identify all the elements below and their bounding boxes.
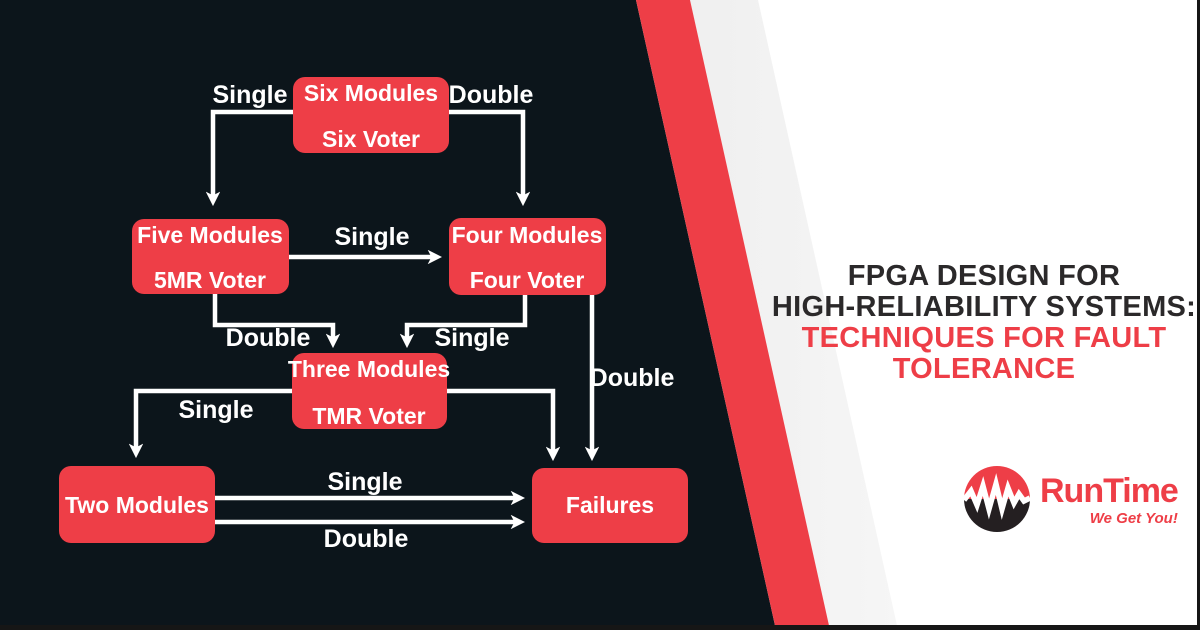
edge-five-to-three [212,294,341,349]
logo-tagline: We Get You! [1089,510,1178,527]
runtime-logo: RunTime We Get You! [964,466,1179,532]
node-box [449,218,606,295]
title-line-4: TOLERANCE [892,353,1076,385]
edge-label-four-to-three: Single [434,324,509,352]
edge-label-two-to-failures-double: Double [324,525,409,553]
pulse-waveform-icon [964,473,1030,520]
node-five-line2: 5MR Voter [154,267,266,293]
node-failures-label: Failures [566,492,654,518]
node-six-line1: Six Modules [304,80,438,106]
right-border [1197,0,1200,630]
edge-label-five-to-three: Double [226,324,311,352]
edge-six-to-four [449,109,531,207]
node-six-modules: Six Modules Six Voter [293,77,449,153]
title-line-1: FPGA DESIGN FOR [847,260,1121,292]
edge-three-to-failures [447,388,561,462]
node-failures: Failures [532,468,688,543]
edge-label-two-to-failures-single: Single [327,468,402,496]
edge-four-to-three [399,295,528,349]
edge-three-to-two [128,388,292,459]
node-four-line2: Four Voter [470,267,585,293]
logo-circle [964,466,1030,532]
node-two-modules: Two Modules [59,466,215,543]
node-three-line2: TMR Voter [312,403,425,429]
node-three-line1: Three Modules [288,356,450,382]
node-five-line1: Five Modules [137,222,283,248]
node-five-modules: Five Modules 5MR Voter [132,219,289,294]
node-box [59,466,215,543]
edge-label-five-to-four: Single [334,223,409,251]
logo-brand: RunTime [1040,472,1179,510]
title-line-2: HIGH-RELIABILITY SYSTEMS: [771,291,1197,323]
diagram-edge-labels: Single Double Single Double Single Doubl… [178,81,674,553]
edge-label-six-to-five: Single [212,81,287,109]
node-box [532,468,688,543]
bottom-border [0,625,1200,630]
diagram-edges [128,109,600,530]
title-line-3: TECHNIQUES FOR FAULT [801,322,1167,354]
node-two-label: Two Modules [65,492,209,518]
node-box [293,77,449,153]
node-box [292,353,447,429]
article-title: FPGA DESIGN FOR HIGH-RELIABILITY SYSTEMS… [764,261,1200,385]
logo-text: RunTime We Get You! [1040,472,1179,527]
node-four-modules: Four Modules Four Voter [449,218,606,295]
edge-label-six-to-four: Double [449,81,534,109]
node-box [132,219,289,294]
edge-label-four-to-failures: Double [590,364,675,392]
fault-tolerance-state-diagram: Six Modules Six Voter Five Modules 5MR V… [59,77,688,553]
edge-six-to-five [205,109,293,207]
node-three-modules: Three Modules TMR Voter [288,353,450,429]
edge-label-three-to-two: Single [178,396,253,424]
node-four-line1: Four Modules [452,222,603,248]
node-six-line2: Six Voter [322,126,420,152]
